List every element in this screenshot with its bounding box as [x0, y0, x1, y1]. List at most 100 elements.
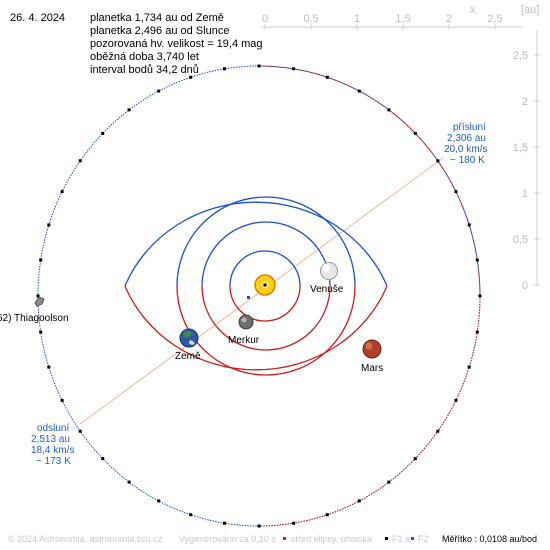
- orbit-point: [47, 365, 51, 369]
- venus-orbit: [201, 221, 331, 351]
- mercury: [238, 314, 254, 330]
- orbit-point: [36, 294, 40, 298]
- perihelion-title: přísluní: [453, 122, 486, 133]
- orbit-point: [357, 89, 361, 93]
- aphelion-label: odsluní 2,513 au 18,4 km/s ~ 173 K: [31, 423, 74, 467]
- mars: [362, 339, 382, 359]
- perihelion-speed: 20,0 km/s: [444, 144, 487, 155]
- sun: [254, 274, 276, 296]
- orbit-point: [78, 429, 82, 433]
- aphelion-temperature: ~ 173 K: [36, 456, 71, 467]
- right-axis-tick-label: 0,5: [513, 234, 528, 246]
- orbit-point: [467, 365, 471, 369]
- orbit-point: [478, 294, 482, 298]
- footer-legend-f1: F1 a: [392, 534, 411, 544]
- orbit-point: [292, 67, 296, 71]
- right-axis-tick-label: 1: [522, 188, 528, 200]
- top-axis-tick-label: 0,5: [303, 13, 318, 25]
- orbit-points: [36, 64, 482, 528]
- top-axis-tick-label: 1: [354, 13, 360, 25]
- asteroid-orbit: [36, 64, 482, 528]
- orbit-point: [60, 190, 64, 194]
- info-line-earth-distance: planetka 1,734 au od Země: [90, 12, 224, 24]
- right-axis-unit: [au]: [521, 4, 539, 16]
- orbit-point: [436, 159, 440, 163]
- orbit-point: [60, 398, 64, 402]
- orbit-point: [467, 223, 471, 227]
- orbit-point: [101, 131, 105, 135]
- orbit-point: [78, 159, 82, 163]
- orbit-point: [413, 457, 417, 461]
- legend-f2-marker: [411, 537, 414, 540]
- venus-label: Venuše: [310, 284, 344, 295]
- aphelion-speed: 18,4 km/s: [31, 445, 74, 456]
- orbit-point: [39, 330, 43, 334]
- info-line-magnitude: pozorovaná hv. velikost = 19,4 mag: [90, 38, 263, 50]
- asteroid-label: 62) Thiagoolson: [0, 313, 69, 324]
- mercury-orbit: [229, 250, 301, 322]
- orbit-point: [436, 429, 440, 433]
- orbit-point: [325, 75, 329, 79]
- right-axis-tick-label: 2,5: [513, 50, 528, 62]
- legend-f1-marker: [385, 537, 388, 540]
- orbit-point: [387, 480, 391, 484]
- orbit-point: [39, 258, 43, 262]
- top-axis-tick-label: 2,5: [487, 13, 502, 25]
- orbit-point: [257, 524, 261, 528]
- orbit-point: [292, 521, 296, 525]
- info-line-period: oběžná doba 3,740 let: [90, 51, 199, 63]
- info-line-interval: interval bodů 34,2 dnů: [90, 64, 199, 76]
- aphelion-title: odsluní: [37, 423, 69, 434]
- earth-label: Země: [175, 351, 201, 362]
- top-axis: 0 0,5 1 1,5 2 2,5 x: [262, 4, 522, 30]
- orbit-point: [127, 480, 131, 484]
- orbit-point: [325, 513, 329, 517]
- orbit-point: [157, 499, 161, 503]
- orbit-point: [189, 75, 193, 79]
- info-block: planetka 1,734 au od Země planetka 2,496…: [90, 12, 263, 77]
- orbit-point: [387, 108, 391, 112]
- orbit-point: [357, 499, 361, 503]
- orbit-point: [47, 223, 51, 227]
- right-axis: 2,5 2 1,5 1 0,5 0 [au]: [513, 4, 540, 292]
- footer-legend-center: střed elipsy, ohniska: [291, 534, 372, 544]
- footer-generated: Vygenerováno za 0,10 s: [179, 534, 276, 544]
- footer-scale: Měřítko : 0,0108 au/bod: [442, 534, 538, 544]
- legend-center-marker: [283, 537, 286, 540]
- earth-orbit: [176, 196, 356, 376]
- footer-copyright: © 2024 Astronomia, astronomia.zcu.cz: [8, 534, 163, 544]
- asteroid: [34, 296, 45, 307]
- orbit-point: [222, 67, 226, 71]
- orbit-point: [475, 330, 479, 334]
- venus: [320, 262, 338, 280]
- top-axis-tick-label: 2: [446, 13, 452, 25]
- top-axis-tick-label: 1,5: [395, 13, 410, 25]
- orbit-point: [475, 258, 479, 262]
- right-axis-tick-label: 2: [522, 96, 528, 108]
- right-axis-tick-label: 0: [522, 280, 528, 292]
- aphelion-distance: 2,513 au: [31, 434, 70, 445]
- top-axis-tick-label: 0: [262, 13, 268, 25]
- date-label: 26. 4. 2024: [10, 12, 66, 24]
- footer-legend-f2: F2: [418, 534, 429, 544]
- perihelion-distance: 2,306 au: [447, 133, 486, 144]
- orbit-point: [157, 89, 161, 93]
- orbit-point: [454, 398, 458, 402]
- top-axis-unit: x: [470, 4, 476, 16]
- orbit-point: [189, 513, 193, 517]
- earth: [179, 328, 199, 348]
- perihelion-label: přísluní 2,306 au 20,0 km/s ~ 180 K: [444, 122, 487, 166]
- mars-label: Mars: [361, 363, 383, 374]
- orbit-point: [257, 64, 261, 68]
- ellipse-center-marker: [247, 296, 250, 299]
- mars-orbit: [124, 201, 388, 371]
- orbit-point: [222, 521, 226, 525]
- orbit-point: [101, 457, 105, 461]
- perihelion-temperature: ~ 180 K: [450, 155, 485, 166]
- mercury-label: Merkur: [228, 335, 260, 346]
- right-axis-tick-label: 1,5: [513, 142, 528, 154]
- orbit-point: [413, 131, 417, 135]
- info-line-sun-distance: planetka 2,496 au od Slunce: [90, 25, 230, 37]
- orbit-point: [127, 108, 131, 112]
